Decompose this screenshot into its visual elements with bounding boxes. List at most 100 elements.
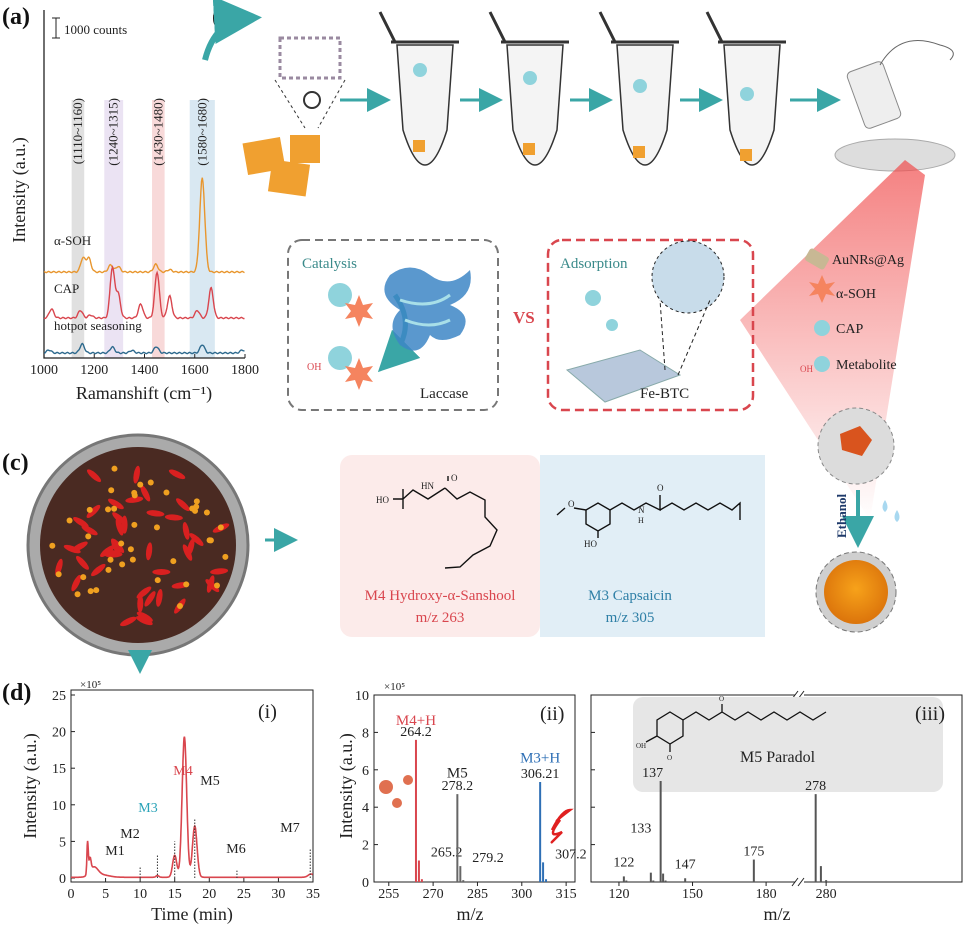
chili-icon (71, 541, 88, 552)
plot-frame (373, 694, 576, 883)
peak-label-M1: M1 (105, 844, 124, 859)
compound-label: M5 Paradol (740, 749, 816, 766)
series-line-1 (43, 264, 245, 320)
pepper-icon (203, 509, 210, 516)
chromatogram-line (71, 736, 314, 879)
y-tick-label: 10 (355, 689, 369, 704)
panel-label-a: (a) (2, 4, 30, 30)
m3-structure (556, 495, 741, 538)
atom-label: O (667, 754, 672, 762)
x-tick-label: 1200 (80, 363, 108, 378)
peak-label-M6: M6 (226, 842, 245, 857)
y-tick-label: 20 (52, 726, 66, 741)
x-tick-label: 1800 (231, 363, 259, 378)
legend-aunrs: AuNRs@Ag (832, 253, 904, 268)
catalysis-box (287, 239, 499, 411)
chili-icon (144, 591, 156, 607)
atom-label: HN (421, 481, 434, 491)
droplet-icon (882, 500, 900, 522)
m4-structure (393, 476, 498, 569)
m3-mz: m/z 305 (606, 610, 655, 626)
chili-icon (81, 525, 98, 536)
hotpot-soup (40, 447, 236, 643)
x-tick-label: 20 (202, 887, 216, 902)
chili-icon (86, 469, 102, 483)
pepper-icon (147, 479, 154, 486)
chili-icon (182, 522, 190, 540)
bar-value-label: 307.2 (555, 847, 587, 862)
pepper-icon (137, 481, 144, 488)
atom-label: HO (376, 495, 389, 505)
y-axis-label: Intensity (a.u.) (336, 733, 357, 838)
chili-icon (115, 518, 124, 536)
paradol-structure-box (633, 697, 943, 792)
hotpot-sample (26, 433, 250, 657)
bar-value-label: 278.2 (442, 779, 474, 794)
chili-icon (136, 616, 153, 626)
pepper-icon (49, 542, 56, 549)
chili-icon (164, 514, 183, 521)
atom-label: H (638, 516, 644, 525)
m4-name: M4 Hydroxy-α-Sanshool (365, 588, 516, 604)
chili-icon (550, 808, 574, 844)
eppendorf-tube-icon (488, 11, 569, 166)
pepper-icon (170, 558, 177, 565)
legend: AuNRs@Ag α-SOH CAP OH Metabolite (800, 248, 904, 374)
chili-icon (73, 516, 89, 528)
pepper-icon (217, 524, 224, 531)
ethanol-label: Ethanol (834, 494, 849, 538)
m3-name: M3 Capsaicin (588, 588, 672, 604)
y-tick-label: 0 (362, 876, 369, 891)
x-tick-label: 1000 (30, 363, 58, 378)
bar-value-label: 137 (642, 766, 663, 781)
pepper-icon (108, 487, 115, 494)
y-axis-label: Intensity (a.u.) (9, 137, 30, 242)
eppendorf-tube-icon (705, 11, 786, 166)
band-0 (71, 100, 85, 358)
chili-icon (210, 568, 229, 575)
bar-value-label: 264.2 (400, 725, 432, 740)
series-line-0 (43, 177, 245, 274)
chili-icon (136, 611, 153, 622)
pepper-icon (107, 556, 114, 563)
ion-label: M5 (447, 765, 468, 781)
sanshool-icon (392, 798, 402, 808)
atom-label: OH (636, 742, 646, 750)
legend-sanshool: α-SOH (836, 287, 876, 302)
paradol-structure (645, 704, 827, 752)
pepper-icon (153, 524, 160, 531)
chili-icon (111, 538, 121, 555)
curved-arrow (202, 0, 262, 61)
pore-zoom-icon (651, 240, 725, 314)
pepper-icon (129, 556, 136, 563)
band-label: (1240~1315) (106, 98, 121, 166)
y-multiplier: ×10⁵ (80, 679, 101, 691)
chili-icon (76, 555, 89, 570)
pepper-icon (105, 566, 112, 573)
pepper-icon (127, 546, 134, 553)
bar-value-label: 279.2 (472, 851, 504, 866)
metabolite-icon (814, 356, 830, 372)
peak-label-M5: M5 (200, 774, 219, 789)
y-tick-label: 15 (52, 762, 66, 777)
metabolite-icon (328, 346, 352, 370)
series-label: hotpot seasoning (54, 318, 142, 333)
panel-label-d: (d) (2, 680, 31, 706)
scale-bar-label: 1000 counts (64, 22, 127, 37)
x-tick-label: 255 (378, 887, 399, 902)
peak-label-M4: M4 (173, 764, 192, 779)
sanshool-icon (403, 775, 413, 785)
pepper-icon (55, 571, 62, 578)
pepper-icon (207, 537, 214, 544)
axis-break-icon (791, 690, 805, 887)
laccase-protein-icon (384, 267, 471, 351)
chili-icon (125, 496, 144, 503)
panel-tag: (iii) (915, 703, 945, 725)
ethanol-extraction: Ethanol (815, 407, 900, 633)
sanshool-molecule-icon (345, 295, 373, 327)
chili-icon (146, 510, 165, 517)
bar-value-label: 278 (805, 779, 826, 794)
pepper-icon (222, 553, 229, 560)
